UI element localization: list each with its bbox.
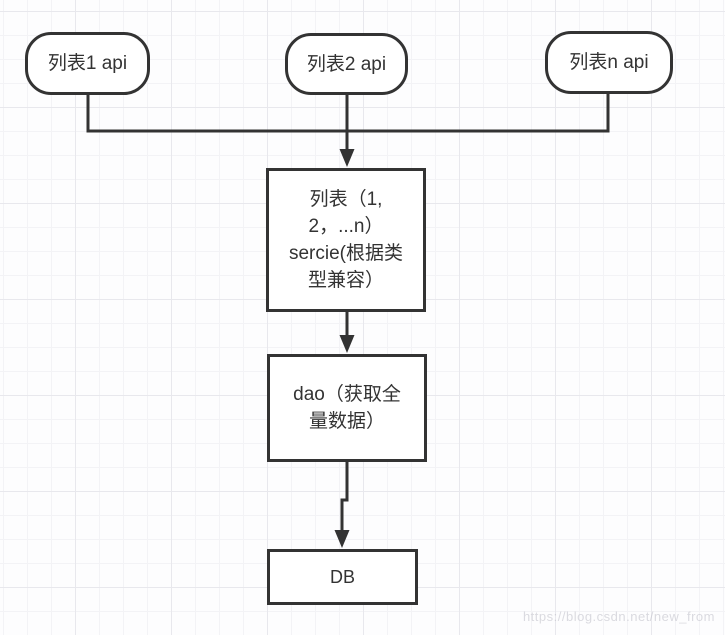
- watermark-url: https://blog.csdn.net/new_from: [522, 609, 715, 624]
- connector-dao-db: [340, 462, 349, 531]
- node-db-label: DB: [329, 566, 355, 587]
- node-list2-api: 列表2 api: [285, 33, 408, 95]
- node-listn-api-label: 列表n api: [569, 52, 649, 73]
- node-list-service: 列表（1, 2，...n） sercie(根据类 型兼容）: [266, 168, 426, 312]
- node-dao: dao（获取全 量数据）: [267, 354, 427, 462]
- arrowhead-db: [334, 530, 350, 548]
- node-list-service-label: 列表（1, 2，...n） sercie(根据类 型兼容）: [288, 189, 403, 291]
- arrowhead-dao: [339, 335, 355, 353]
- node-listn-api: 列表n api: [545, 31, 673, 94]
- arrowhead-service: [339, 149, 355, 167]
- node-list1-api-label: 列表1 api: [47, 53, 128, 74]
- node-list2-api-label: 列表2 api: [306, 53, 387, 75]
- node-db: DB: [267, 549, 418, 605]
- node-list1-api: 列表1 api: [25, 32, 150, 95]
- node-dao-label: dao（获取全 量数据）: [293, 384, 401, 432]
